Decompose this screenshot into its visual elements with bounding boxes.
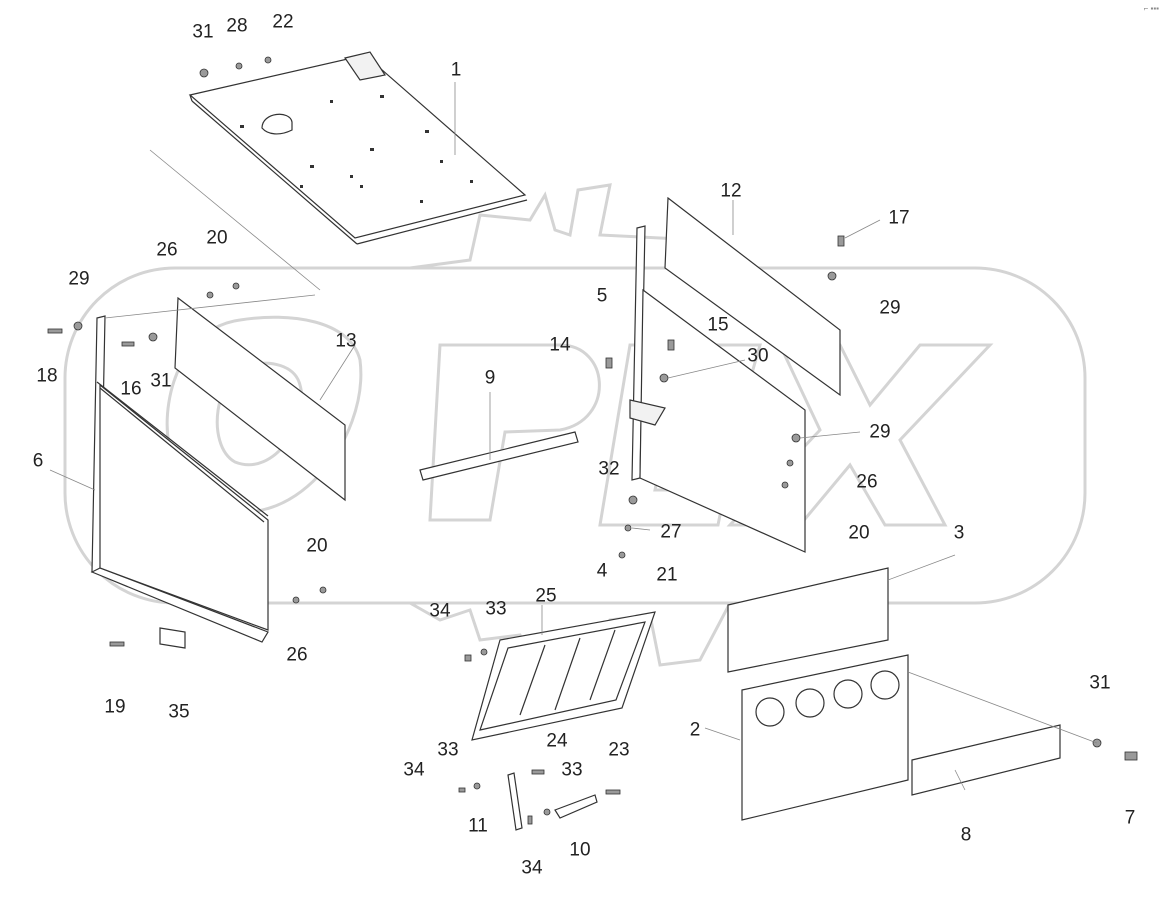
- callout-1: 1: [450, 59, 462, 81]
- watermark-logo: [63, 183, 1087, 667]
- callout-33a: 33: [485, 598, 507, 620]
- callout-9: 9: [484, 367, 496, 389]
- part-5-front-frame: [629, 225, 806, 553]
- callout-19: 19: [104, 696, 126, 718]
- part-35-small-plate: [159, 627, 186, 649]
- part-2-fan-panel: [741, 654, 909, 821]
- callout-26b: 26: [286, 644, 308, 666]
- callout-27: 27: [660, 521, 682, 543]
- callout-8: 8: [960, 824, 972, 846]
- callout-31a: 31: [192, 21, 214, 43]
- callout-20a: 20: [206, 227, 228, 249]
- callout-34c: 34: [521, 857, 543, 879]
- part-13-rear-panel: [174, 296, 346, 502]
- callout-6: 6: [32, 450, 44, 472]
- callout-16: 16: [120, 378, 142, 400]
- callout-28: 28: [226, 15, 248, 37]
- callout-26c: 26: [856, 471, 878, 493]
- callout-34a: 34: [429, 600, 451, 622]
- part-8-strip: [911, 724, 1061, 796]
- callout-33b: 33: [437, 739, 459, 761]
- callout-2: 2: [689, 719, 701, 741]
- part-9-bar: [419, 431, 579, 481]
- callout-10: 10: [569, 839, 591, 861]
- part-1-top-plate: [188, 51, 528, 245]
- callout-3: 3: [953, 522, 965, 544]
- callout-29b: 29: [879, 297, 901, 319]
- callout-23: 23: [608, 739, 630, 761]
- hardware-fasteners: [47, 56, 1138, 825]
- callout-17: 17: [888, 207, 910, 229]
- part-10-11-links: [507, 772, 598, 831]
- callout-12: 12: [720, 180, 742, 202]
- callout-31b: 31: [150, 370, 172, 392]
- callout-22: 22: [272, 11, 294, 33]
- part-12-upper-panel: [664, 196, 841, 397]
- callout-11: 11: [468, 815, 488, 837]
- callout-25: 25: [535, 585, 557, 607]
- part-6-left-frame: [90, 315, 269, 643]
- callout-30: 30: [747, 345, 769, 367]
- leader-lines: [49, 82, 1098, 791]
- corner-mark: ⌐ ▪▪▪: [1143, 4, 1159, 13]
- part-3-plate: [727, 567, 889, 673]
- callout-35: 35: [168, 701, 190, 723]
- callout-5: 5: [596, 285, 608, 307]
- callout-34b: 34: [403, 759, 425, 781]
- callout-13: 13: [335, 330, 357, 352]
- callout-20c: 20: [848, 522, 870, 544]
- callout-31c: 31: [1089, 672, 1111, 694]
- callout-15: 15: [707, 314, 729, 336]
- part-25-lower-frame: [471, 611, 656, 741]
- callout-21: 21: [656, 564, 678, 586]
- callout-18: 18: [36, 365, 58, 387]
- callout-33c: 33: [561, 759, 583, 781]
- callout-7: 7: [1124, 807, 1136, 829]
- callout-20b: 20: [306, 535, 328, 557]
- callout-32: 32: [598, 458, 620, 480]
- callout-24: 24: [546, 730, 568, 752]
- callout-26a: 26: [156, 239, 178, 261]
- callout-29a: 29: [68, 268, 90, 290]
- callout-4: 4: [596, 560, 608, 582]
- callout-29c: 29: [869, 421, 891, 443]
- callout-14: 14: [549, 334, 571, 356]
